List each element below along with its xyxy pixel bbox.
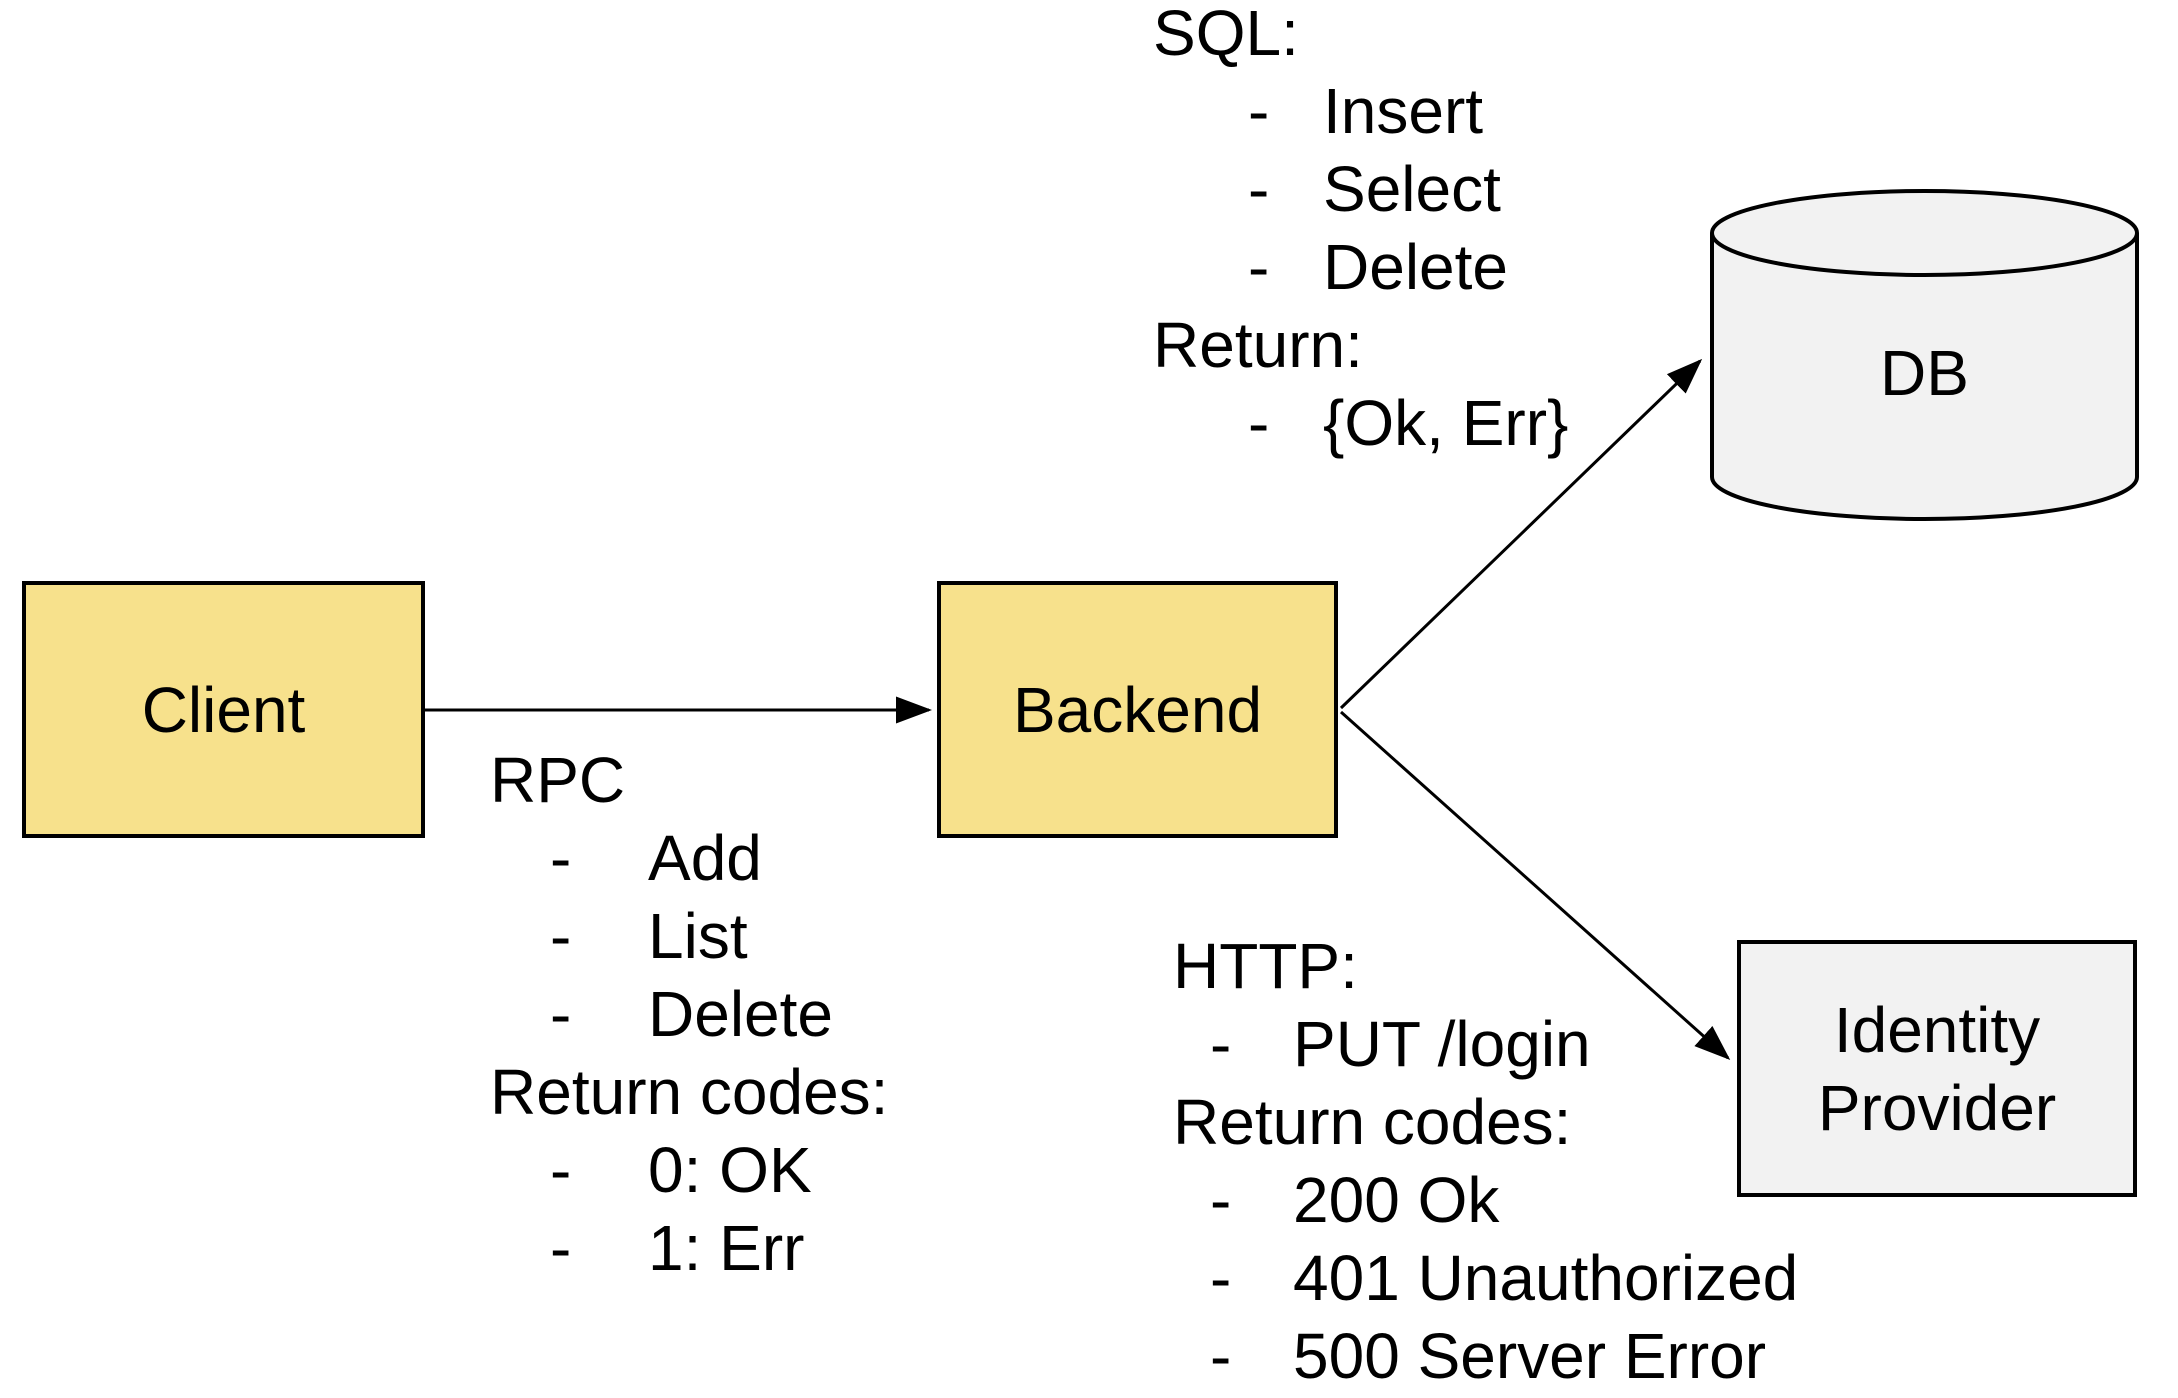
- rpc-note-line: - Add: [490, 819, 888, 897]
- db-cylinder: [1710, 189, 2139, 521]
- bullet-dash: -: [550, 900, 572, 972]
- bullet-text: 0: OK: [648, 1134, 812, 1206]
- bullet-dash: -: [550, 978, 572, 1050]
- sql-note-line: Return:: [1153, 309, 1363, 381]
- bullet-dash: -: [1248, 75, 1270, 147]
- bullet-text: 200 Ok: [1293, 1164, 1500, 1236]
- bullet-text: PUT /login: [1293, 1008, 1591, 1080]
- rpc-note-line: - 0: OK: [490, 1131, 888, 1209]
- node-db-label: DB: [1880, 337, 1969, 409]
- bullet-dash: -: [1210, 1164, 1232, 1236]
- bullet-dash: -: [1210, 1242, 1232, 1314]
- node-backend-label: Backend: [1012, 673, 1263, 746]
- rpc-note-line: - Delete: [490, 975, 888, 1053]
- sql-note-line: -Select: [1153, 150, 1568, 228]
- bullet-text: Delete: [648, 978, 833, 1050]
- node-identity-provider-label: Identity Provider: [1817, 993, 2057, 1144]
- sql-note-line: -Insert: [1153, 72, 1568, 150]
- http-note-line: -PUT /login: [1173, 1005, 1798, 1083]
- bullet-text: List: [648, 900, 748, 972]
- node-identity-provider: Identity Provider: [1737, 940, 2137, 1197]
- bullet-dash: -: [1210, 1008, 1232, 1080]
- node-client-label: Client: [141, 673, 306, 746]
- bullet-text: 500 Server Error: [1293, 1320, 1767, 1392]
- sql-note-line: SQL:: [1153, 0, 1299, 69]
- sql-note-line: -{Ok, Err}: [1153, 384, 1568, 462]
- http-note-line: Return codes:: [1173, 1086, 1572, 1158]
- bullet-text: Add: [648, 822, 762, 894]
- bullet-text: 401 Unauthorized: [1293, 1242, 1799, 1314]
- http-note-line: HTTP:: [1173, 930, 1358, 1002]
- node-backend: Backend: [937, 581, 1338, 838]
- rpc-note-line: Return codes:: [490, 1056, 889, 1128]
- bullet-dash: -: [1248, 153, 1270, 225]
- bullet-dash: -: [1248, 387, 1270, 459]
- bullet-text: {Ok, Err}: [1323, 387, 1569, 459]
- bullet-dash: -: [550, 1134, 572, 1206]
- bullet-text: Delete: [1323, 231, 1508, 303]
- bullet-text: Insert: [1323, 75, 1484, 147]
- bullet-text: Select: [1323, 153, 1501, 225]
- edge-backend-db-arrow: [1339, 358, 1703, 710]
- bullet-dash: -: [1210, 1320, 1232, 1392]
- http-note-line: -200 Ok: [1173, 1161, 1798, 1239]
- http-note-line: -401 Unauthorized: [1173, 1239, 1798, 1317]
- rpc-note-line: RPC: [490, 744, 626, 816]
- bullet-text: 1: Err: [648, 1212, 805, 1284]
- http-note-line: -500 Server Error: [1173, 1317, 1798, 1395]
- bullet-dash: -: [550, 1212, 572, 1284]
- bullet-dash: -: [1248, 231, 1270, 303]
- sql-note-line: -Delete: [1153, 228, 1568, 306]
- node-client: Client: [22, 581, 425, 838]
- edge-backend-identity-provider-arrow: [1340, 710, 1731, 1060]
- bullet-dash: -: [550, 822, 572, 894]
- rpc-note-line: - 1: Err: [490, 1209, 888, 1287]
- rpc-note-line: - List: [490, 897, 888, 975]
